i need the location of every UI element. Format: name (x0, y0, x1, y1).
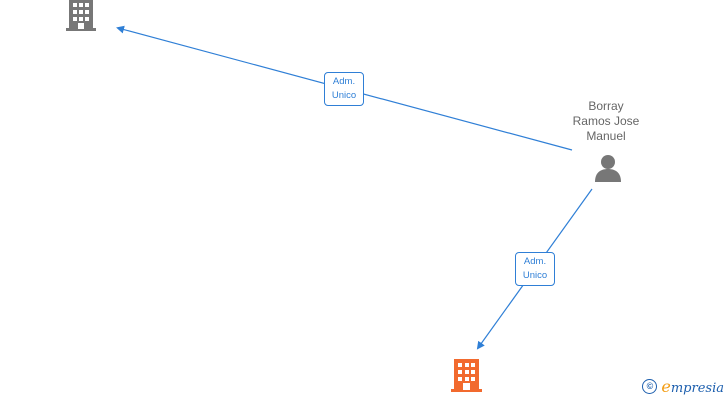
company-bottom-building-icon[interactable] (451, 359, 482, 392)
brand-logo-rest: mpresia (670, 381, 724, 396)
edge-label-bottom-line-2: Unico (522, 270, 548, 281)
person-name-line-2: Ramos Jose (572, 114, 640, 128)
company-top-building-icon[interactable] (66, 0, 96, 31)
person-icon[interactable] (595, 155, 621, 182)
person-name-line-1: Borray (588, 99, 624, 113)
edge-label-top: Adm. Unico (324, 72, 364, 106)
brand-logo: empresia (661, 377, 724, 396)
person-name-line-3: Manuel (586, 129, 626, 143)
empresia-watermark: © empresia (642, 377, 724, 396)
edge-label-top-line-2: Unico (331, 90, 357, 101)
person-name-label[interactable]: Borray Ramos Jose Manuel (560, 99, 652, 144)
edge-label-top-line-1: Adm. (332, 76, 356, 87)
brand-logo-first-letter: e (661, 377, 671, 396)
edge-label-bottom: Adm. Unico (515, 252, 555, 286)
copyright-icon: © (642, 379, 658, 394)
edge-label-bottom-line-1: Adm. (523, 256, 547, 267)
